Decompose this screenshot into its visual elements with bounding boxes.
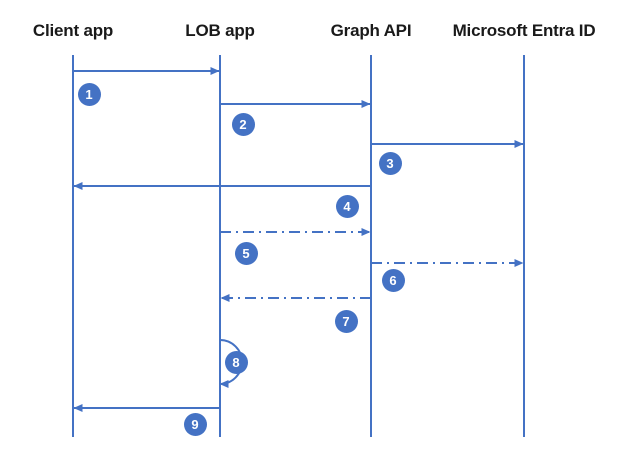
participant-label-client-app: Client app [32,21,114,40]
participant-label-graph-api: Graph API [330,21,412,40]
lifelines-layer [72,55,525,437]
step-badge-6: 6 [381,268,405,292]
step-badge-5: 5 [234,241,258,265]
step-badge-4: 4 [335,194,359,218]
step-badge-1: 1 [77,82,101,106]
messages-layer [73,67,524,412]
step-badge-9: 9 [183,412,207,436]
participant-label-microsoft-entra-id: Microsoft Entra ID [452,21,596,40]
step-badge-7: 7 [334,309,358,333]
step-badge-2: 2 [231,112,255,136]
participant-label-lob-app: LOB app [185,21,255,40]
step-badge-8: 8 [224,350,248,374]
step-badge-3: 3 [378,151,402,175]
